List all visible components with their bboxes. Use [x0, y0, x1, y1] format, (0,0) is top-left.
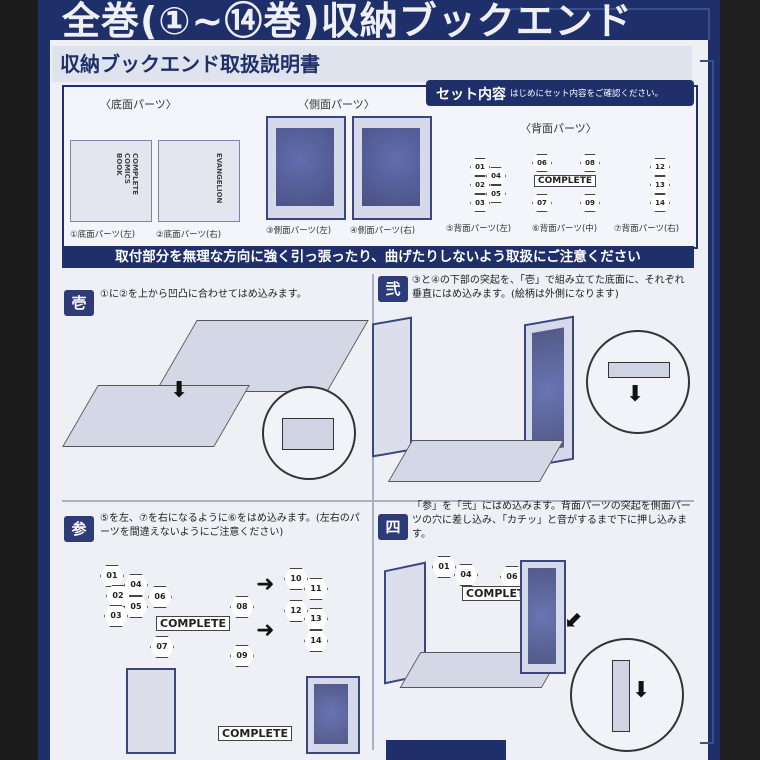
right-arrow-icon: ➜ [256, 572, 275, 597]
hex-cell: 05 [486, 185, 506, 203]
side-panel-illustration [126, 668, 176, 754]
side-part-right [352, 116, 432, 220]
joint-detail-zoom [262, 386, 356, 480]
vertical-divider [372, 274, 374, 750]
group-label-back: 〈背面パーツ〉 [520, 122, 597, 135]
product-title: 全巻(①~⑭巻)収納ブックエンド [62, 0, 633, 43]
character-artwork [276, 128, 334, 206]
hex-cell: 03 [104, 605, 128, 627]
character-artwork [532, 327, 564, 453]
group-label-bottom: 〈底面パーツ〉 [100, 98, 177, 111]
complete-logo: COMPLETE [462, 586, 536, 601]
insert-detail-slot [612, 660, 630, 732]
manual-header-band [52, 46, 692, 82]
tab-detail-slot [608, 362, 670, 378]
caption-part-5: ⑤背面パーツ(左) [446, 224, 512, 234]
hex-cell: 07 [150, 636, 174, 658]
hex-cell: 01 [432, 556, 456, 578]
step-2-text: ③と④の下部の突起を、「壱」で組み立てた底面に、それぞれ垂直にはめ込みます。(絵… [412, 275, 685, 300]
step-2-badge: 弐 [378, 276, 408, 302]
caption-part-2: ②底面パーツ(右) [156, 230, 222, 240]
hex-cell: 01 [470, 158, 490, 176]
hex-cell: 10 [284, 568, 308, 590]
circuit-decoration [498, 8, 710, 40]
side-part-left [266, 116, 346, 220]
character-artwork [362, 128, 420, 206]
horizontal-divider [62, 500, 694, 502]
right-arrow-icon: ➜ [256, 618, 275, 643]
set-contents-tab: セット内容 はじめにセット内容をご確認ください。 [426, 80, 694, 106]
hex-cell: 08 [580, 154, 600, 172]
hex-cell: 06 [532, 154, 552, 172]
side-panel-left-illustration [372, 316, 412, 458]
hex-cell: 07 [532, 194, 552, 212]
insert-detail-zoom: ⬇ [570, 638, 684, 752]
caption-part-1: ①底面パーツ(左) [70, 230, 136, 240]
character-artwork [314, 684, 348, 744]
caption-part-3: ③側面パーツ(左) [266, 226, 332, 236]
hex-cell: 05 [124, 596, 148, 618]
caption-part-6: ⑥背面パーツ(中) [532, 224, 598, 234]
part-print-text: COMPLETE COMICS BOOK [115, 153, 139, 195]
character-artwork [528, 568, 556, 664]
hex-cell: 12 [284, 600, 308, 622]
side-panel-right-illustration [520, 560, 566, 674]
down-arrow-icon: ⬇ [632, 678, 651, 703]
hex-cell: 09 [580, 194, 600, 212]
part-print-text: EVANGELION [215, 153, 223, 204]
circuit-decoration [700, 60, 714, 744]
hex-cell: 12 [650, 158, 670, 176]
complete-logo: COMPLETE [218, 726, 292, 741]
next-section-marker [386, 740, 506, 760]
hex-cell: 06 [148, 586, 172, 608]
down-arrow-icon: ⬇ [170, 378, 189, 403]
hex-cell: 14 [650, 194, 670, 212]
step-1-badge: 壱 [64, 290, 94, 316]
complete-logo: COMPLETE [534, 175, 596, 187]
down-arrow-icon: ⬇ [626, 382, 645, 407]
hex-cell: 03 [470, 194, 490, 212]
complete-logo: COMPLETE [156, 616, 230, 631]
set-contents-note: はじめにセット内容をご確認ください。 [510, 89, 664, 99]
hex-cell: 13 [304, 608, 328, 630]
caption-part-4: ④側面パーツ(右) [350, 226, 416, 236]
group-label-side: 〈側面パーツ〉 [298, 98, 375, 111]
hex-cell: 14 [304, 630, 328, 652]
side-panel-illustration [306, 676, 360, 754]
step-4-text: 「参」を「弐」にはめ込みます。背面パーツの突起を側面パーツの穴に差し込み、「カチ… [412, 501, 691, 540]
caption-part-7: ⑦背面パーツ(右) [614, 224, 680, 234]
joint-detail-block [282, 418, 334, 450]
hex-cell: 02 [470, 176, 490, 194]
hex-cell: 04 [124, 574, 148, 596]
hex-cell: 11 [304, 578, 328, 600]
step-4-badge: 四 [378, 514, 408, 540]
hex-cell: 04 [486, 167, 506, 185]
base-illustration [387, 440, 565, 482]
step-3-badge: 参 [64, 516, 94, 542]
handling-warning: 取付部分を無理な方向に強く引っ張ったり、曲げたりしないよう取扱にご注意ください [62, 246, 694, 268]
set-contents-title: セット内容 [436, 87, 506, 103]
hex-cell: 08 [230, 596, 254, 618]
pointer-arrow-icon: ⬋ [564, 608, 583, 633]
bottom-part-left: COMPLETE COMICS BOOK [70, 140, 152, 222]
hex-cell: 09 [230, 645, 254, 667]
hex-cell: 04 [454, 564, 478, 586]
step-1-text: ①に②を上から凹凸に合わせてはめ込みます。 [100, 289, 307, 300]
tab-detail-zoom: ⬇ [586, 330, 690, 434]
bottom-part-right: EVANGELION [158, 140, 240, 222]
step-3-text: ⑤を左、⑦を右になるように⑥をはめ込みます。(左右のパーツを間違えないようにご注… [100, 513, 360, 538]
hex-cell: 13 [650, 176, 670, 194]
manual-title: 収納ブックエンド取扱説明書 [60, 52, 320, 76]
